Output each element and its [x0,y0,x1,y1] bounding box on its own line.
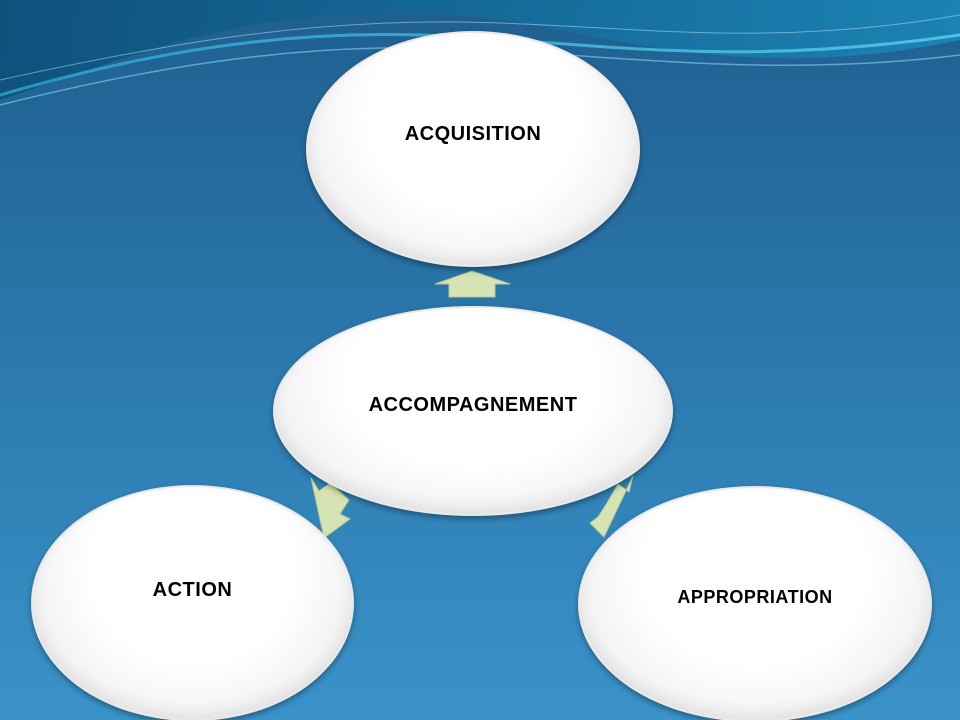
node-acquisition-label: ACQUISITION [404,123,542,145]
node-action-label: ACTION [152,579,233,601]
node-accompagnement: ACCOMPAGNEMENT [273,306,673,516]
node-appropriation-label: APPROPRIATION [677,587,833,607]
node-acquisition: ACQUISITION [306,31,640,267]
node-accompagnement-label: ACCOMPAGNEMENT [368,394,578,416]
node-action: ACTION [31,485,354,720]
node-appropriation: APPROPRIATION [578,486,932,720]
